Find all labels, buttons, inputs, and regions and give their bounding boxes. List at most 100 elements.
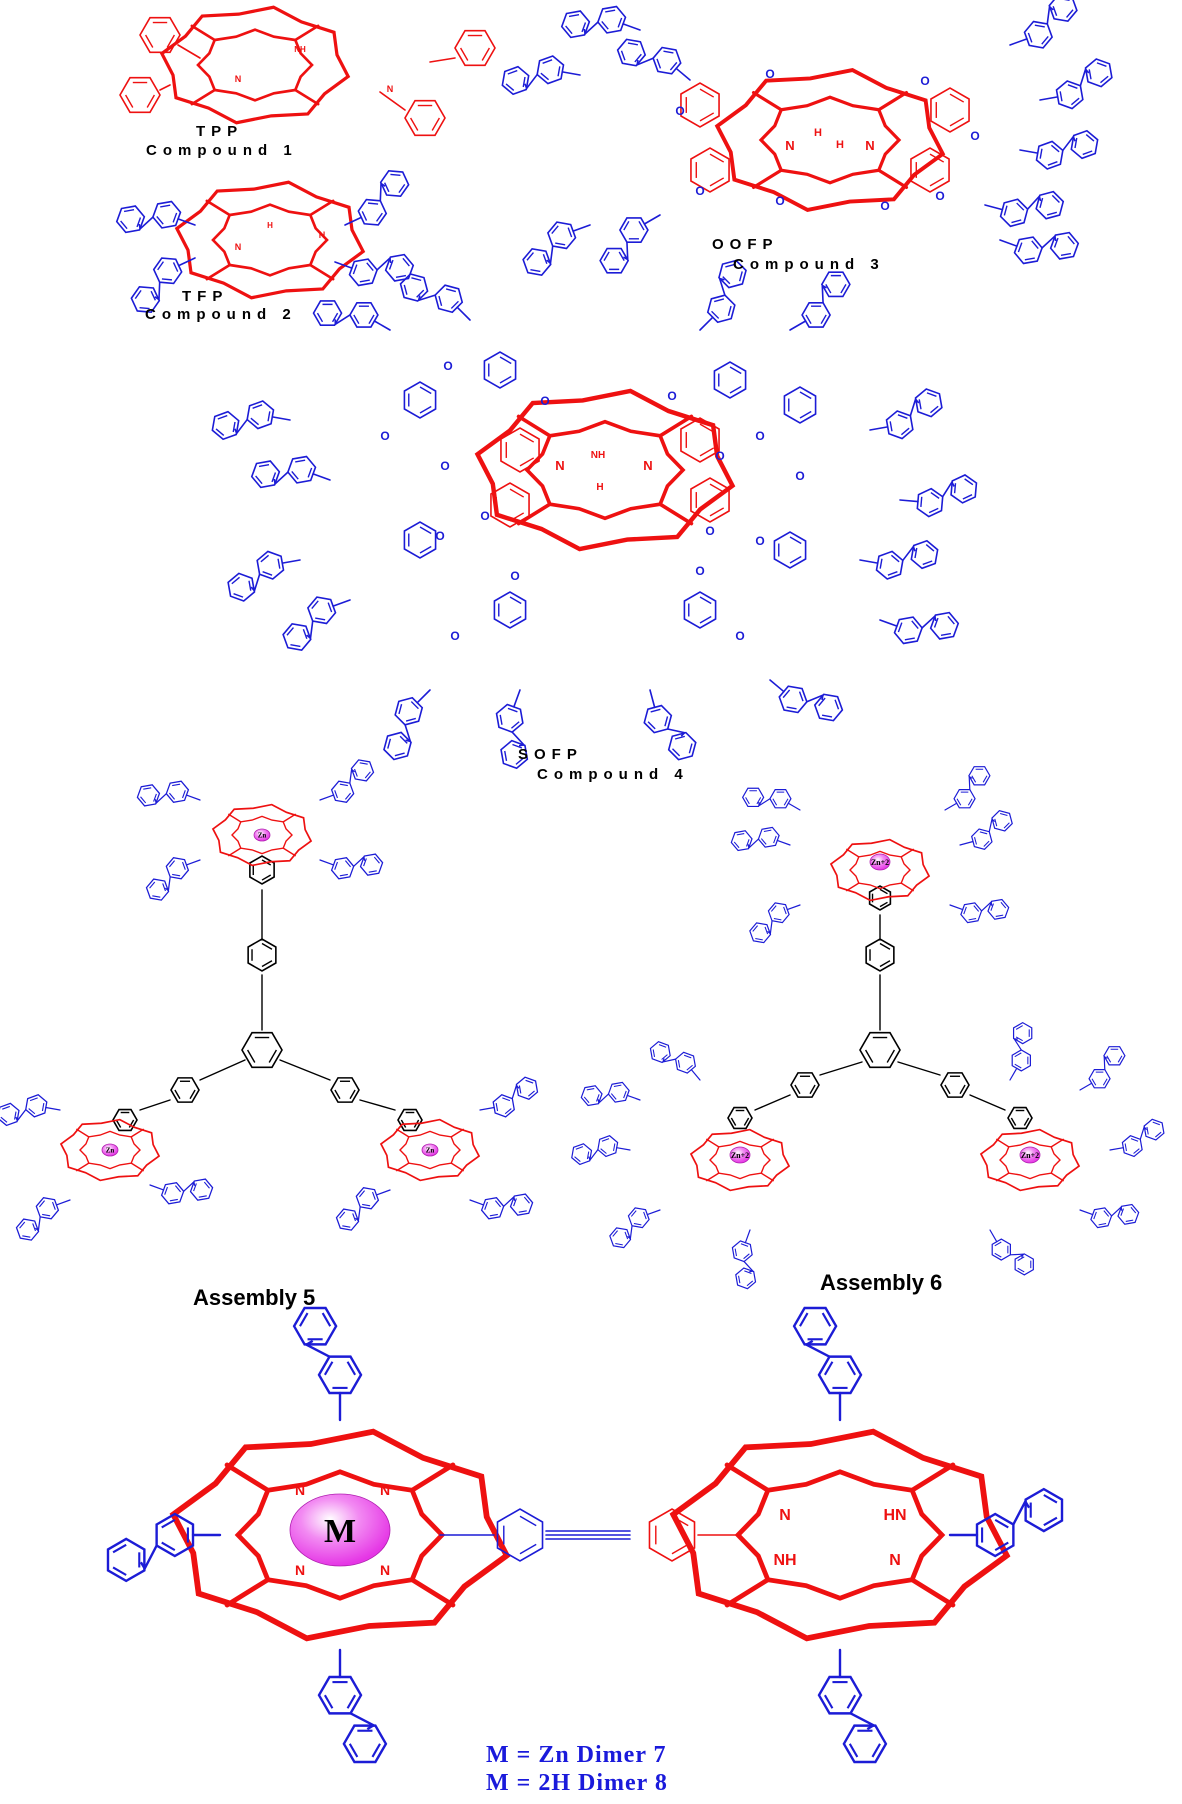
zn-center-top-label: Zn+2 — [871, 858, 889, 867]
fluorene-ring-b — [571, 1143, 593, 1166]
double-bond — [960, 791, 969, 793]
macrocycle-inner — [758, 95, 902, 185]
atom-n: N — [865, 138, 874, 153]
fluorene-unit — [817, 1648, 888, 1764]
ring-bonds — [130, 285, 161, 314]
ring-bonds — [859, 1031, 901, 1069]
ring-bonds — [211, 410, 240, 441]
double-bond — [1027, 32, 1033, 43]
ring-bonds — [1011, 1049, 1031, 1072]
double-bond — [362, 1203, 371, 1207]
double-bond — [161, 1541, 176, 1552]
double-bond — [738, 1275, 741, 1284]
fluorene-ring-b — [522, 247, 552, 277]
methylene-bridge — [662, 1058, 676, 1063]
fluorene-unit — [1009, 0, 1078, 49]
double-bond — [979, 831, 988, 835]
double-bond — [983, 840, 990, 847]
fluorene-unit — [335, 1187, 391, 1231]
fluorene-unit — [599, 214, 661, 274]
pyridine-ring — [1007, 1106, 1033, 1130]
ring-bonds — [865, 938, 895, 972]
fluorene-unit — [282, 596, 351, 652]
macrocycle-outer — [979, 1128, 1081, 1192]
pyridine-ring — [868, 885, 892, 911]
macrocycle-inner — [234, 1469, 446, 1601]
pyrrole-bond — [396, 1128, 410, 1138]
attach-bond — [344, 216, 363, 226]
double-bond — [1003, 822, 1010, 829]
fluorene-unit — [749, 902, 801, 944]
double-bond — [809, 1084, 816, 1095]
double-bond — [346, 1694, 357, 1709]
fluorene-unit — [15, 1197, 71, 1241]
atom-n: N — [643, 458, 652, 473]
ring-bonds — [330, 780, 355, 803]
aryl-ring — [910, 147, 950, 193]
double-bond — [258, 464, 270, 468]
ring-bonds — [119, 76, 161, 114]
pyrrole-bond — [76, 1128, 90, 1138]
double-bond — [840, 283, 847, 294]
benzyl-ring — [403, 521, 437, 559]
benzyl-ring — [783, 386, 817, 424]
aryl-ring — [490, 482, 530, 528]
ring-bonds — [490, 482, 530, 528]
fluorene-unit — [479, 1076, 539, 1118]
double-bond — [1015, 1025, 1023, 1030]
macrocycle-outer — [159, 5, 351, 125]
ring-bonds — [1048, 0, 1078, 23]
ring-bonds — [35, 1197, 60, 1220]
double-bond — [575, 1146, 584, 1150]
double-bond — [134, 289, 142, 300]
double-bond — [169, 1198, 178, 1202]
attach-bond — [319, 859, 335, 866]
double-bond — [743, 1253, 750, 1260]
pyrrole-bond — [706, 1172, 720, 1182]
double-bond — [699, 615, 712, 624]
double-bond — [994, 1241, 1002, 1247]
macrocycle-inner — [79, 1130, 141, 1170]
double-bond — [359, 279, 370, 283]
fluorene-ring-a — [1090, 1207, 1113, 1229]
ring-bonds — [1035, 140, 1064, 170]
double-bond — [1067, 235, 1075, 245]
benzyl-ring — [403, 381, 437, 419]
phenyl-ring — [454, 29, 496, 67]
double-bond — [261, 942, 273, 950]
double-bond — [799, 410, 812, 419]
double-bond — [871, 1743, 881, 1758]
ring-bonds — [170, 1077, 200, 1103]
macrocycle-inner — [211, 203, 329, 277]
double-bond — [346, 1361, 357, 1376]
double-bond — [504, 1108, 512, 1115]
double-bond — [760, 838, 767, 845]
ring-bonds — [15, 1218, 40, 1241]
pyrrole-bond — [224, 1577, 271, 1608]
methylene-bridge — [588, 1149, 599, 1162]
double-bond — [601, 20, 609, 30]
double-bond — [1052, 6, 1058, 16]
double-bond — [799, 1312, 809, 1327]
double-bond — [949, 117, 965, 127]
atom-h: H — [814, 127, 822, 139]
double-bond — [160, 204, 171, 208]
fluorene-ring-a — [674, 1051, 696, 1074]
macrocycle-inner — [399, 1130, 461, 1170]
double-bond — [889, 421, 893, 432]
ring-bonds — [792, 1306, 838, 1346]
double-bond — [744, 1270, 752, 1274]
porphyrin-core — [59, 1118, 161, 1182]
double-bond — [150, 290, 157, 301]
pyrrole-bond — [409, 1462, 456, 1493]
double-bond — [261, 874, 272, 881]
methylene-bridge — [34, 1216, 41, 1232]
methylene-bridge — [806, 693, 824, 703]
atom-n: N — [779, 1507, 791, 1524]
ring-bonds — [399, 273, 429, 302]
ring-bonds — [139, 16, 181, 54]
double-bond — [519, 1515, 537, 1527]
zn-center-top-label: Zn — [258, 831, 267, 839]
alkyne-bond — [359, 1099, 396, 1111]
double-bond — [568, 14, 580, 18]
